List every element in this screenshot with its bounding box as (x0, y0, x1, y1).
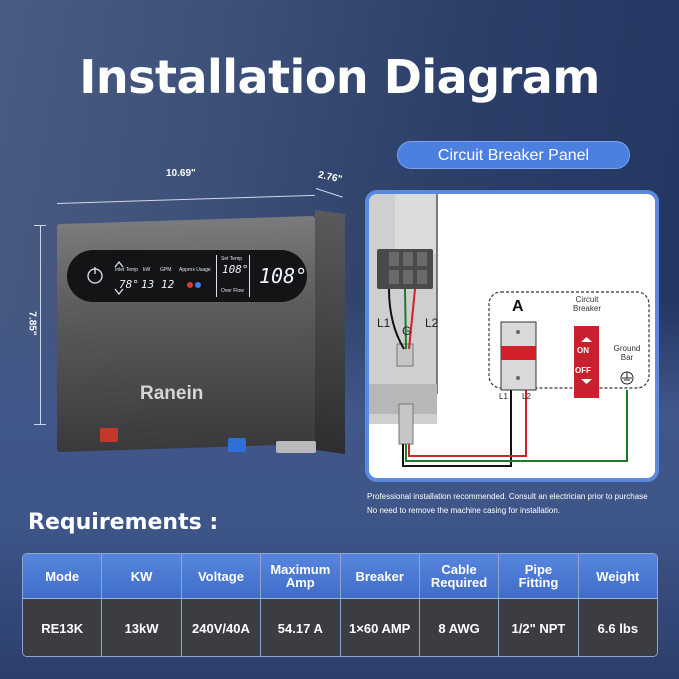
page-title: Installation Diagram (79, 50, 600, 104)
column-header: Breaker (340, 554, 420, 599)
terminal-label-l1: L1 (377, 316, 391, 330)
breaker-l2-label: L2 (522, 392, 531, 401)
table-cell: 8 AWG (420, 599, 500, 656)
brand-logo: Ranein (140, 383, 204, 404)
requirements-table: Mode KW Voltage Maximum Amp Breaker Cabl… (22, 553, 658, 657)
set-temp-label: Set Temp (221, 256, 243, 262)
table-row: RE13K 13kW 240V/40A 54.17 A 1×60 AMP 8 A… (23, 599, 657, 656)
cold-water-pipe (228, 438, 246, 452)
table-cell: RE13K (23, 599, 103, 656)
set-temp-value: 108° (222, 263, 249, 276)
column-header: Weight (578, 554, 657, 599)
main-temp-display: 108° (259, 264, 308, 288)
table-cell: 1/2" NPT (499, 599, 579, 656)
circuit-breaker-panel-title: Circuit Breaker Panel (397, 141, 630, 169)
height-tick-bottom (34, 424, 46, 425)
ground-bar-label: Ground Bar (613, 344, 641, 362)
height-tick-top (34, 225, 46, 226)
height-dimension: 7.85" (26, 311, 38, 336)
gpm-value: 12 (161, 278, 175, 291)
breaker-on-label: ON (577, 346, 589, 355)
panel-separator (216, 255, 217, 297)
hot-water-icon (187, 282, 193, 288)
table-header-row: Mode KW Voltage Maximum Amp Breaker Cabl… (23, 554, 657, 599)
table-cell: 54.17 A (261, 599, 341, 656)
control-panel: Inlet Temp kW GPM Approx Usage 78° 13 12… (67, 250, 307, 302)
approx-usage-label: Approx Usage (179, 267, 211, 273)
column-header: Cable Required (419, 554, 500, 599)
installation-note: No need to remove the machine casing for… (367, 506, 560, 515)
inlet-temp-label: Inlet Temp (115, 267, 138, 273)
gpm-label: GPM (160, 267, 172, 273)
column-header: KW (102, 554, 182, 599)
circuit-diagram: L1 G L2 A L1 L2 Circuit Breaker ON OFF G… (365, 190, 659, 482)
inlet-temp-value: 78° (119, 278, 139, 291)
installation-note: Professional installation recommended. C… (367, 492, 648, 501)
wiring-diagram (369, 194, 650, 467)
hot-water-pipe (100, 428, 118, 442)
table-cell: 13kW (102, 599, 182, 656)
column-header: Mode (23, 554, 103, 599)
terminal-label-g: G (402, 324, 412, 338)
column-header: Voltage (181, 554, 262, 599)
over-flow-label: Over Flow (221, 288, 244, 294)
kw-label: kW (143, 267, 151, 273)
breaker-label-a: A (512, 298, 524, 315)
depth-dimension: 2.76" (317, 169, 344, 186)
width-dimension-line (56, 194, 315, 204)
breaker-off-label: OFF (575, 366, 591, 375)
circuit-breaker-label: Circuit Breaker (572, 295, 601, 313)
breaker-l1-label: L1 (499, 392, 508, 401)
down-arrow-icon (114, 288, 124, 295)
up-arrow-icon (114, 261, 124, 268)
table-cell: 1×60 AMP (341, 599, 420, 656)
depth-dimension-line (315, 188, 343, 198)
column-header: Pipe Fitting (499, 554, 579, 599)
terminal-label-l2: L2 (425, 316, 439, 330)
table-cell: 6.6 lbs (597, 621, 639, 636)
cable-gland (276, 441, 316, 453)
panel-separator (249, 255, 250, 297)
table-cell: 240V/40A (182, 599, 262, 656)
cold-water-icon (195, 282, 201, 288)
requirements-title: Requirements : (28, 510, 219, 535)
kw-value: 13 (141, 278, 155, 291)
device-side (315, 209, 345, 455)
power-icon (87, 267, 103, 284)
column-header: Maximum Amp (261, 554, 341, 599)
height-dimension-line (40, 225, 41, 425)
width-dimension: 10.69" (166, 168, 196, 179)
